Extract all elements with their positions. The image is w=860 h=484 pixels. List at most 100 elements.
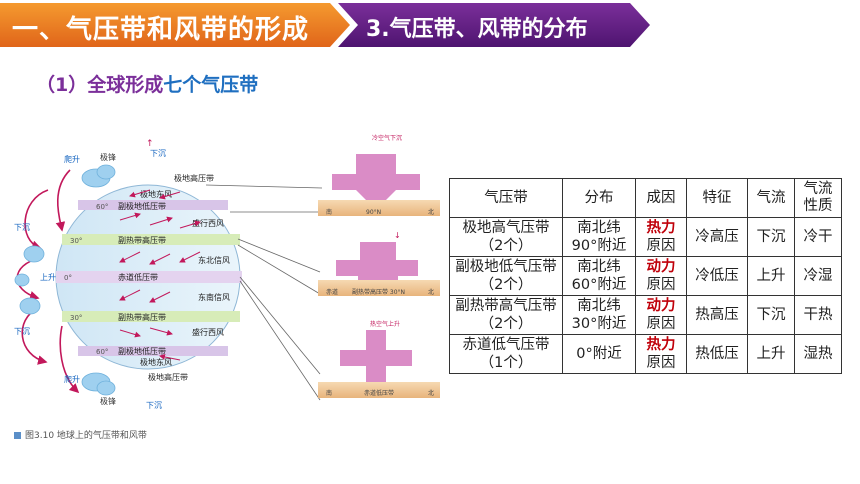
label-rise: 爬升	[64, 154, 80, 164]
belt-label: 副极地低压带	[118, 201, 166, 211]
cause-key: 动力	[646, 298, 676, 314]
cause-cell: 动力原因	[635, 256, 687, 296]
header-cell: 成因	[635, 178, 687, 218]
feature-cell: 热低压	[686, 334, 748, 374]
belt-cell: 副极地低气压带（2个）	[449, 256, 563, 296]
lat-label: 60°	[96, 203, 108, 211]
belt-cell: 副热带高气压带（2个）	[449, 295, 563, 335]
cause-cell: 热力原因	[635, 334, 687, 374]
nature-cell: 冷干	[794, 217, 842, 257]
belt-label: 极地高压带	[148, 372, 188, 382]
flow-cell: 下沉	[747, 295, 795, 335]
header-cell: 特征	[686, 178, 748, 218]
belt-cell: 极地高气压带（2个）	[449, 217, 563, 257]
pressure-belt-diagram: 极地高压带 极地东风 副极地低压带 盛行西风 副热带高压带 东北信风 赤道低压带…	[14, 134, 440, 410]
label-pole: 极锋	[100, 396, 116, 406]
label-sink: 下沉	[150, 149, 166, 158]
section-title-tab: 一、气压带和风带的形成	[0, 3, 350, 47]
topic-title: 3.气压带、风带的分布	[366, 17, 588, 42]
panel-right-label: 北	[428, 208, 434, 216]
profile-panel-polar: 冷空气下沉 90°N 南 北	[318, 134, 440, 216]
cause-rest: 原因	[646, 355, 676, 371]
label-pole: 极锋	[100, 152, 116, 162]
svg-text:↓: ↓	[394, 231, 401, 240]
caption-square-icon	[14, 432, 21, 439]
cause-rest: 原因	[646, 238, 676, 254]
nature-cell: 干热	[794, 295, 842, 335]
panel-left-label: 南	[326, 389, 332, 397]
belt-label: 副热带高压带	[118, 235, 166, 245]
belt-label: 副极地低压带	[118, 346, 166, 356]
figure-caption: 图3.10 地球上的气压带和风带	[14, 428, 147, 441]
section-title: 一、气压带和风带的形成	[12, 15, 310, 45]
flow-cell: 上升	[747, 334, 795, 374]
belt-label: 副热带高压带	[118, 312, 166, 322]
lat-label: 0°	[64, 274, 72, 282]
topic-title-tab: 3.气压带、风带的分布	[338, 3, 650, 47]
panel-left-label: 赤道	[326, 288, 338, 296]
lat-label: 30°	[70, 314, 82, 322]
cause-cell: 热力原因	[635, 217, 687, 257]
header-cell: 气压带	[449, 178, 563, 218]
belt-cell: 赤道低气压带（1个）	[449, 334, 563, 374]
belt-label: 盛行西风	[192, 218, 224, 228]
subtitle-prefix: （1）全球形成	[36, 74, 164, 96]
flow-cell: 上升	[747, 256, 795, 296]
lat-label: 30°	[70, 237, 82, 245]
wind-arrows	[119, 189, 201, 361]
table-row: 副极地低气压带（2个） 南北纬60°附近 动力原因 冷低压 上升 冷湿	[449, 256, 842, 296]
table-header-row: 气压带 分布 成因 特征 气流 气流性质	[449, 178, 842, 218]
label-sink: 下沉	[146, 401, 162, 410]
belt-stripes	[56, 200, 242, 356]
panel-right-label: 北	[428, 389, 434, 397]
panel-left-label: 南	[326, 208, 332, 216]
dist-cell: 0°附近	[562, 334, 636, 374]
dist-cell: 南北纬90°附近	[562, 217, 636, 257]
belt-label: 极地东风	[140, 189, 172, 199]
cause-key: 热力	[646, 220, 676, 236]
caption-text: 图3.10 地球上的气压带和风带	[25, 431, 147, 441]
cause-rest: 原因	[646, 277, 676, 293]
label-sink: 下沉	[14, 327, 30, 336]
cloud-icons	[14, 164, 116, 396]
nature-cell: 湿热	[794, 334, 842, 374]
table-row: 副热带高气压带（2个） 南北纬30°附近 动力原因 热高压 下沉 干热	[449, 295, 842, 335]
header-cell: 气流	[747, 178, 795, 218]
table-row: 赤道低气压带（1个） 0°附近 热力原因 热低压 上升 湿热	[449, 334, 842, 374]
label-rise: 上升	[40, 273, 56, 282]
profile-panel-subtropical: ↓ 副热带高压带 30°N 赤道 北	[318, 231, 440, 296]
lat-label: 60°	[96, 348, 108, 356]
feature-cell: 冷高压	[686, 217, 748, 257]
profile-panel-equatorial: 热空气上升 赤道低压带 南 北	[318, 320, 440, 398]
subtitle: （1）全球形成七个气压带	[36, 70, 258, 97]
panel-bottom-label: 副热带高压带 30°N	[352, 288, 405, 296]
subtitle-highlight: 七个气压带	[163, 74, 259, 96]
panel-bottom-label: 90°N	[366, 209, 381, 216]
belt-label: 盛行西风	[192, 327, 224, 337]
header-banner: 一、气压带和风带的形成 3.气压带、风带的分布	[0, 0, 860, 50]
belt-label: 东北信风	[198, 255, 230, 265]
dist-cell: 南北纬60°附近	[562, 256, 636, 296]
belt-label: 赤道低压带	[118, 272, 158, 282]
dist-cell: 南北纬30°附近	[562, 295, 636, 335]
nature-cell: 冷湿	[794, 256, 842, 296]
header-cell: 气流性质	[794, 178, 842, 218]
svg-text:↑: ↑	[146, 139, 154, 149]
feature-cell: 热高压	[686, 295, 748, 335]
cause-cell: 动力原因	[635, 295, 687, 335]
cause-key: 热力	[646, 337, 676, 353]
panel-right-label: 北	[428, 288, 434, 296]
cause-rest: 原因	[646, 316, 676, 332]
feature-cell: 冷低压	[686, 256, 748, 296]
label-rise: 爬升	[64, 374, 80, 384]
belt-label: 东南信风	[198, 292, 230, 302]
panel-top-label: 冷空气下沉	[372, 134, 402, 142]
belt-label: 极地高压带	[174, 173, 214, 183]
flow-cell: 下沉	[747, 217, 795, 257]
belt-label: 极地东风	[140, 357, 172, 367]
pressure-belt-table: 气压带 分布 成因 特征 气流 气流性质 极地高气压带（2个） 南北纬90°附近…	[449, 178, 842, 374]
panel-bottom-label: 赤道低压带	[364, 389, 394, 397]
header-cell: 分布	[562, 178, 636, 218]
cause-key: 动力	[646, 259, 676, 275]
panel-top-label: 热空气上升	[370, 320, 400, 328]
